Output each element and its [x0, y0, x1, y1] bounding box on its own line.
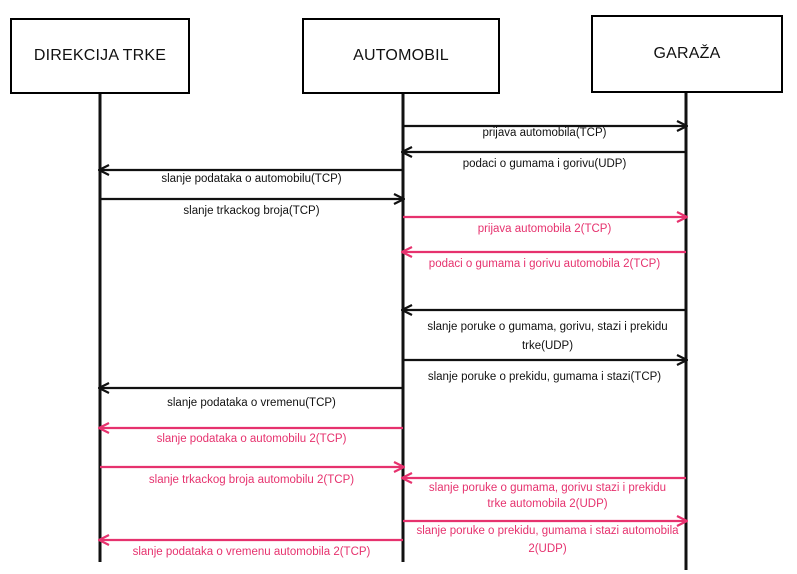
message-label: prijava automobila 2(TCP) — [477, 223, 612, 235]
message-label: slanje podataka o vremenu automobila 2(T… — [132, 546, 371, 558]
message-label: slanje trkackog broja automobilu 2(TCP) — [148, 474, 355, 486]
message-label: prijava automobila(TCP) — [482, 127, 607, 139]
message-label: slanje poruke o prekidu, gumama i stazi(… — [427, 371, 662, 383]
message-label: slanje podataka o automobilu(TCP) — [161, 173, 342, 185]
message-label: slanje podataka o automobilu 2(TCP) — [156, 433, 347, 445]
message-label: podaci o gumama i gorivu(UDP) — [462, 158, 627, 170]
message-arrows — [100, 126, 686, 540]
message-label: slanje poruke o gumama, gorivu, stazi i … — [427, 321, 668, 352]
actor-automobil: AUTOMOBIL — [302, 18, 500, 94]
message-label: slanje poruke o gumama, gorivu stazi i p… — [428, 482, 667, 510]
message-label: slanje podataka o vremenu(TCP) — [167, 397, 336, 409]
message-label: podaci o gumama i gorivu automobila 2(TC… — [428, 258, 661, 270]
message-label: slanje trkackog broja(TCP) — [183, 205, 320, 217]
message-label: slanje poruke o prekidu, gumama i stazi … — [416, 525, 679, 555]
actor-garaza: GARAŽA — [591, 15, 783, 93]
actor-direkcija-trke: DIREKCIJA TRKE — [10, 18, 190, 94]
